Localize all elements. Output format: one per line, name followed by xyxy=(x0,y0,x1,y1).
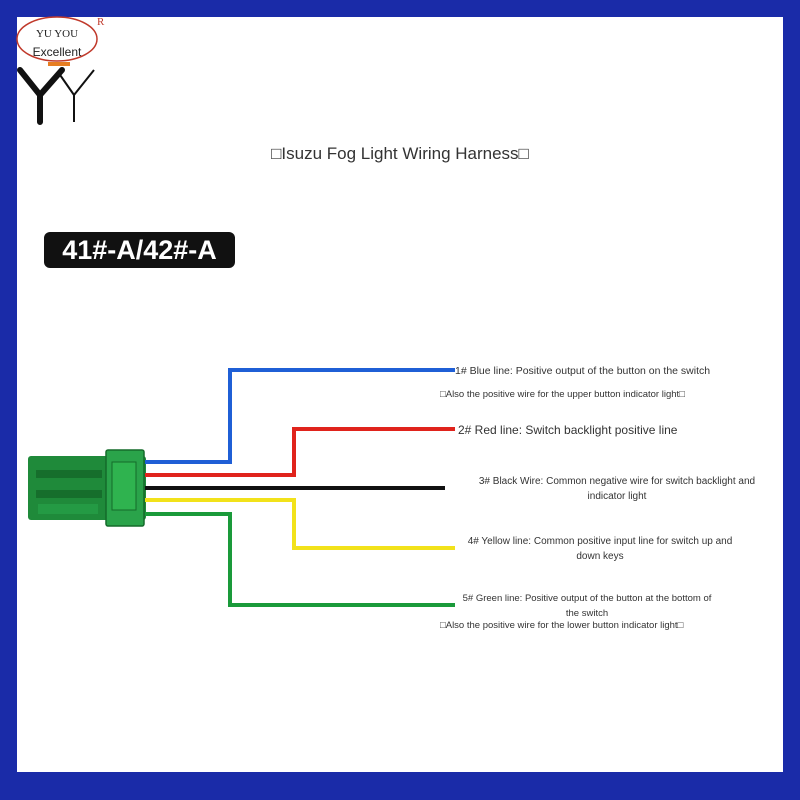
wire-note-green: □Also the positive wire for the lower bu… xyxy=(440,620,684,631)
logo-text: YU YOU xyxy=(36,28,78,40)
wire-label-black: 3# Black Wire: Common negative wire for … xyxy=(478,476,756,502)
content-area xyxy=(17,17,783,772)
registered-mark: R xyxy=(97,16,105,28)
wire-red xyxy=(145,427,455,477)
connector xyxy=(28,449,146,527)
model-badge: 41#-A/42#-A xyxy=(44,232,235,268)
wire-label-yellow: 4# Yellow line: Common positive input li… xyxy=(467,536,733,562)
wire-label-blue: 1# Blue line: Positive output of the but… xyxy=(455,365,711,377)
wire-green xyxy=(145,512,455,607)
wire-yellow xyxy=(145,498,455,550)
wire-label-red: 2# Red line: Switch backlight positive l… xyxy=(458,423,678,437)
logo-subtext: Excellent xyxy=(33,45,82,59)
brand-logo: YU YOU Excellent R xyxy=(16,16,105,125)
wire-note-blue: □Also the positive wire for the upper bu… xyxy=(440,389,685,400)
wire-blue xyxy=(145,368,455,464)
page-title: □Isuzu Fog Light Wiring Harness□ xyxy=(271,144,529,163)
wire-label-green: 5# Green line: Positive output of the bu… xyxy=(462,593,712,619)
